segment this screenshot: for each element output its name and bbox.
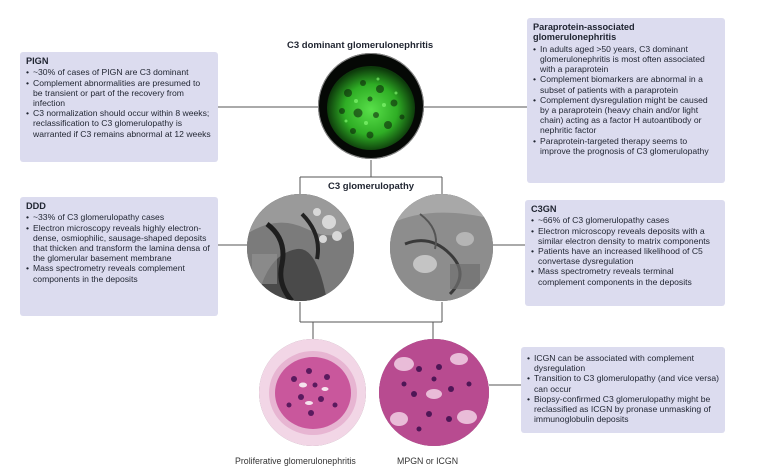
pign-heading: PIGN (26, 56, 49, 66)
ddd-item: Electron microscopy reveals highly elect… (26, 223, 212, 264)
c3gn-box: C3GN ~66% of C3 glomerulopathy cases Ele… (525, 200, 725, 306)
c3gn-item: Electron microscopy reveals deposits wit… (531, 226, 719, 246)
paraprotein-box: Paraprotein-associated glomerulonephriti… (527, 18, 725, 183)
icgn-item: Biopsy-confirmed C3 glomerulopathy might… (527, 394, 719, 425)
icgn-item: Transition to C3 glomerulopathy (and vic… (527, 373, 719, 393)
pign-box: PIGN ~30% of cases of PIGN are C3 domina… (20, 52, 218, 162)
mpgn-icgn-histology (379, 339, 489, 446)
c3gn-item: Patients have an increased likelihood of… (531, 246, 719, 266)
paraprotein-item: Paraprotein-targeted therapy seems to im… (533, 136, 719, 156)
ddd-item: ~33% of C3 glomerulopathy cases (26, 212, 212, 222)
c3-dominant-title: C3 dominant glomerulonephritis (287, 40, 434, 51)
pign-item: Complement abnormalities are presumed to… (26, 78, 212, 109)
proliferative-gn-histology (259, 339, 366, 446)
c3gn-item: ~66% of C3 glomerulopathy cases (531, 215, 719, 225)
immunofluorescence-image (318, 53, 424, 159)
pign-item: ~30% of cases of PIGN are C3 dominant (26, 67, 212, 77)
c3gn-item: Mass spectrometry reveals terminal compl… (531, 266, 719, 286)
paraprotein-heading: Paraprotein-associated glomerulonephriti… (533, 22, 635, 43)
ddd-item: Mass spectrometry reveals complement com… (26, 263, 212, 283)
paraprotein-item: In adults aged >50 years, C3 dominant gl… (533, 44, 719, 75)
paraprotein-item: Complement dysregulation might be caused… (533, 95, 719, 136)
ddd-electron-micrograph (247, 194, 354, 301)
icgn-item: ICGN can be associated with complement d… (527, 353, 719, 373)
c3gn-electron-micrograph (390, 194, 493, 301)
paraprotein-item: Complement biomarkers are abnormal in a … (533, 74, 719, 94)
ddd-box: DDD ~33% of C3 glomerulopathy cases Elec… (20, 197, 218, 316)
caption-mpgn-icgn: MPGN or ICGN (397, 456, 459, 466)
c3gn-heading: C3GN (531, 204, 557, 214)
caption-proliferative: Proliferative glomerulonephritis (235, 456, 356, 466)
pign-item: C3 normalization should occur within 8 w… (26, 108, 212, 139)
c3-glomerulopathy-title: C3 glomerulopathy (328, 181, 415, 192)
icgn-box: ICGN can be associated with complement d… (521, 347, 725, 433)
ddd-heading: DDD (26, 201, 46, 211)
